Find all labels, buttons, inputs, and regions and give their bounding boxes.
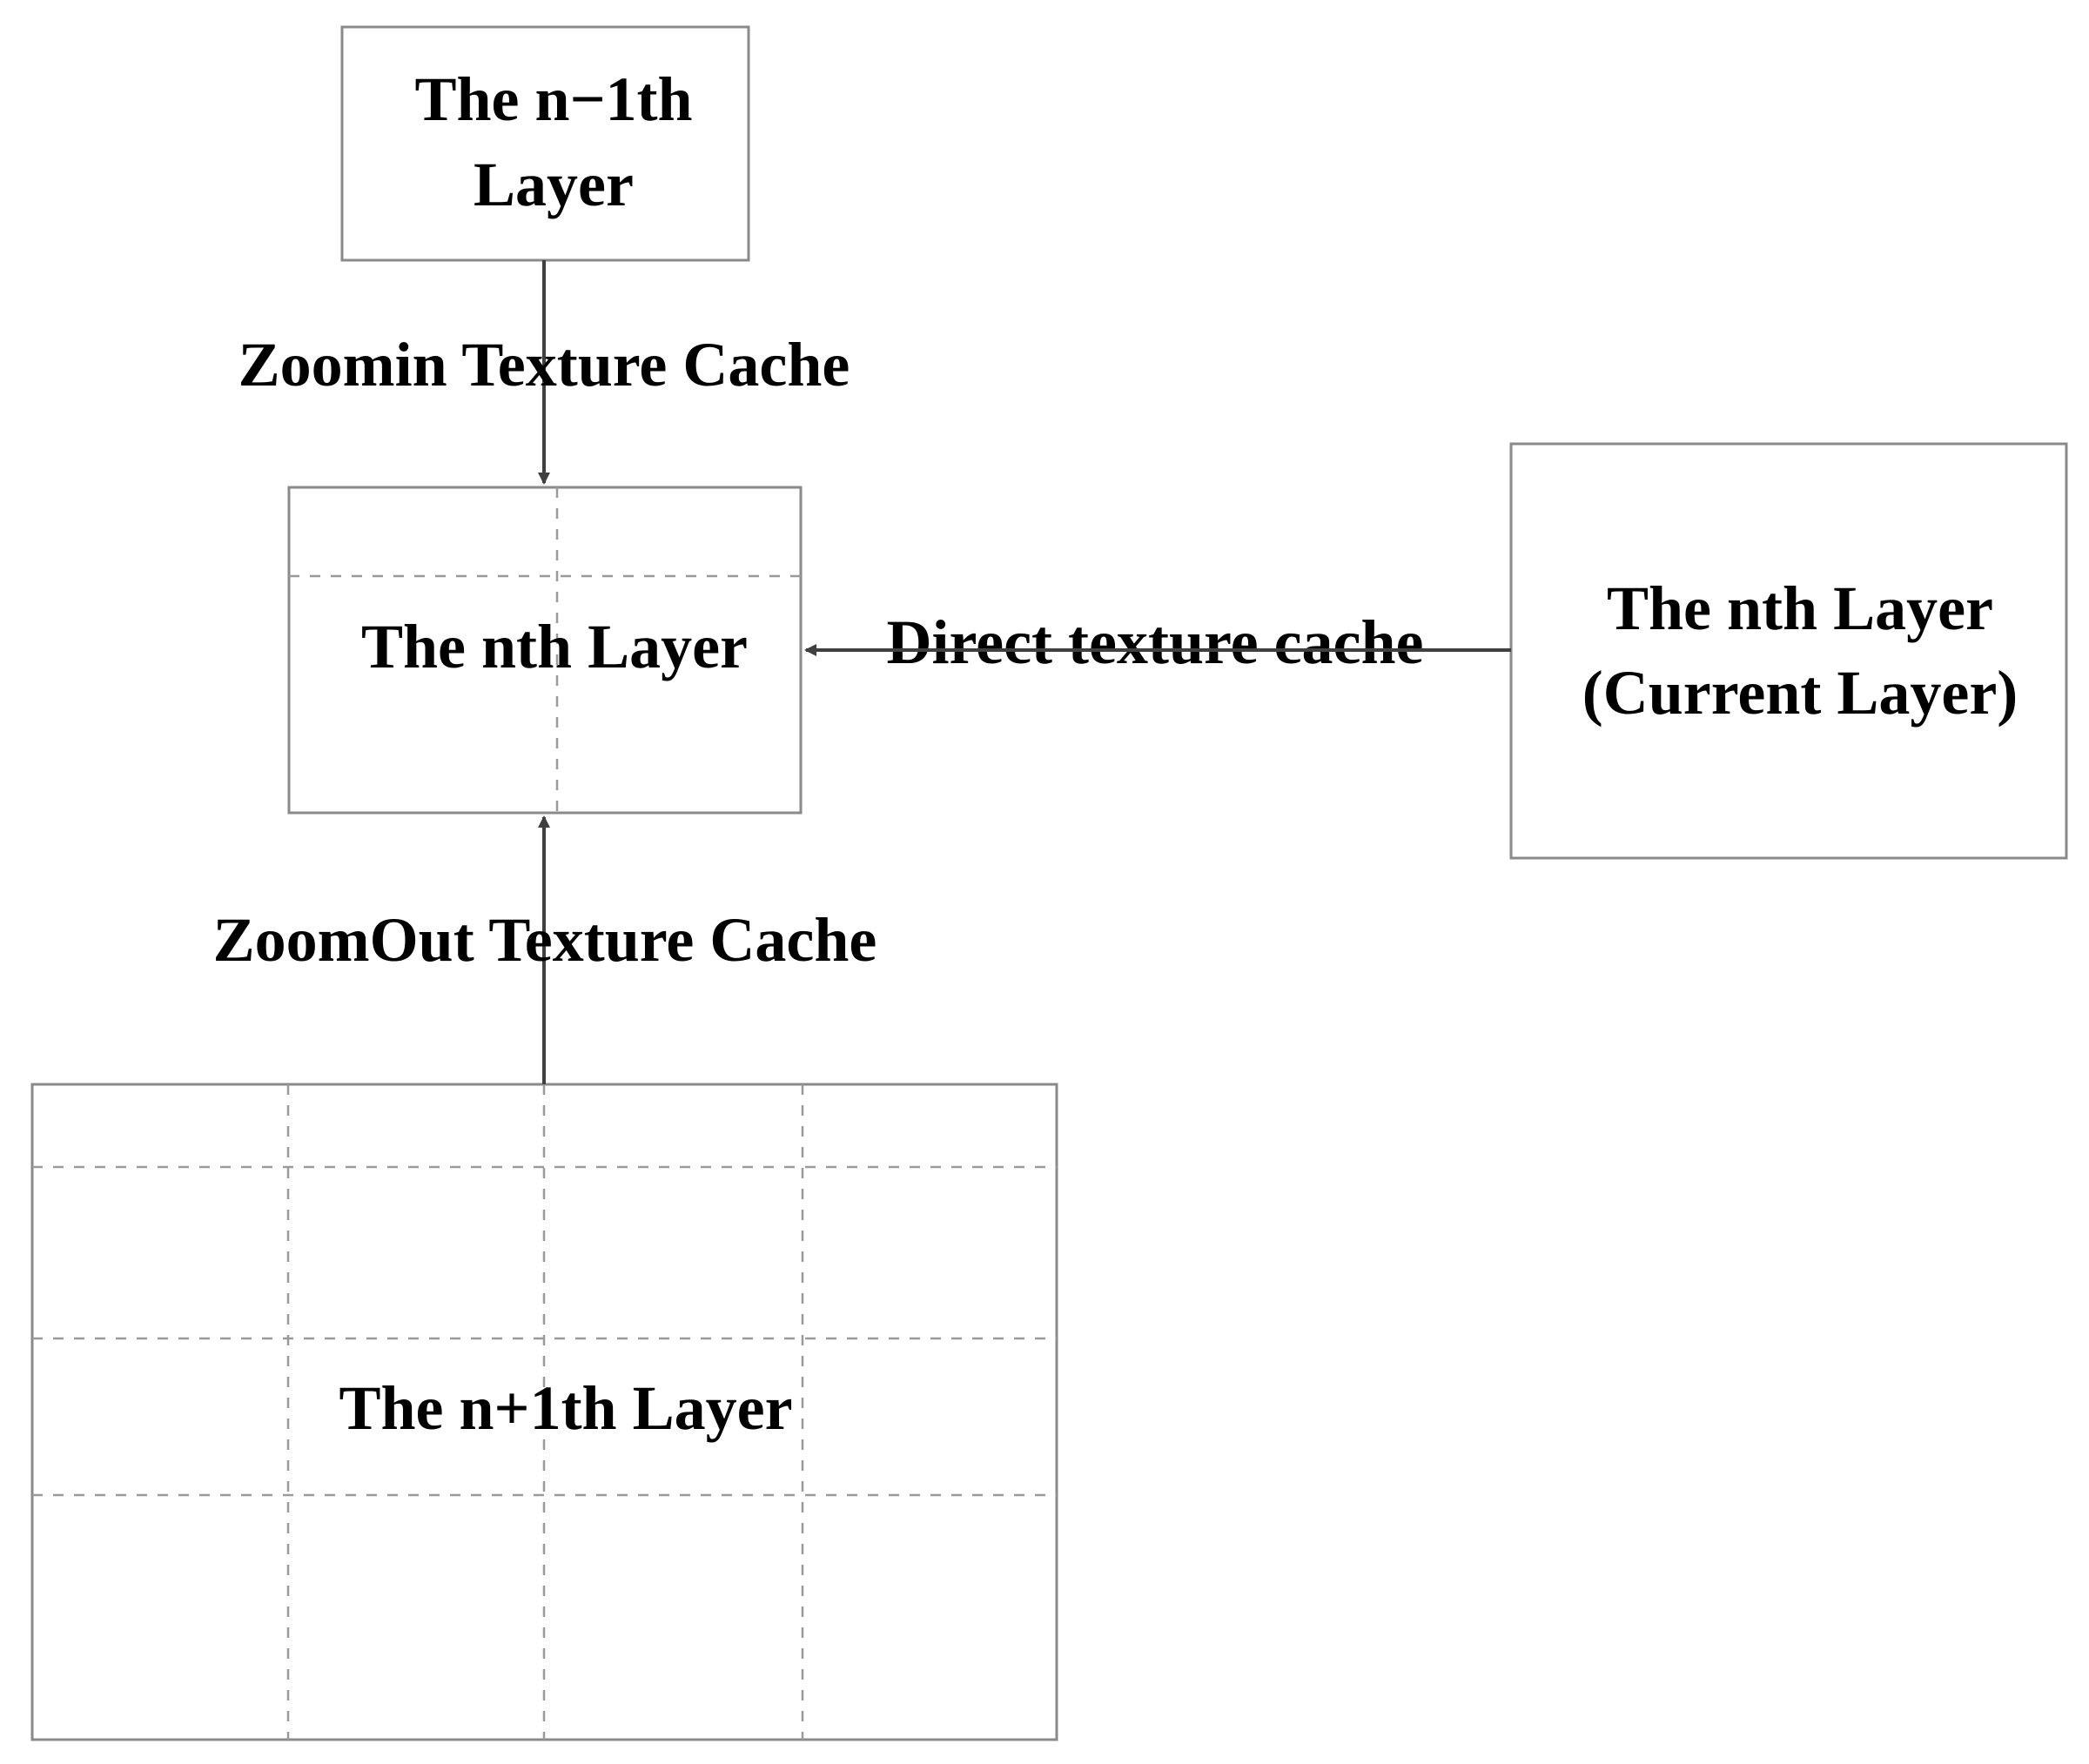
zoomout-label: ZoomOut Texture Cache <box>213 905 877 975</box>
node-current-layer: The nth Layer (Current Layer) <box>1509 442 2068 860</box>
current-layer-box <box>1509 442 2068 860</box>
nth-layer-label: The nth Layer <box>361 612 748 681</box>
next-layer-label: The n+1th Layer <box>339 1373 792 1443</box>
current-layer-label-line2: (Current Layer) <box>1582 658 2018 728</box>
nth-layer-box <box>287 486 803 815</box>
edge-direct: Direct texture cache <box>804 607 1511 677</box>
prev-layer-box <box>340 25 750 262</box>
node-nth-layer: The nth Layer <box>287 486 803 815</box>
edge-zoomin: Zoomin Texture Cache <box>238 260 850 485</box>
node-next-layer: The n+1th Layer <box>30 1083 1058 1741</box>
direct-label: Direct texture cache <box>886 607 1423 677</box>
current-layer-label-line1: The nth Layer <box>1607 573 1993 643</box>
edge-zoomout: ZoomOut Texture Cache <box>213 815 877 1084</box>
prev-layer-label-line2: Layer <box>474 150 634 219</box>
prev-layer-label-line1: The n−1th <box>414 64 692 134</box>
node-prev-layer: The n−1th Layer <box>340 25 750 262</box>
zoomin-label: Zoomin Texture Cache <box>238 330 850 399</box>
